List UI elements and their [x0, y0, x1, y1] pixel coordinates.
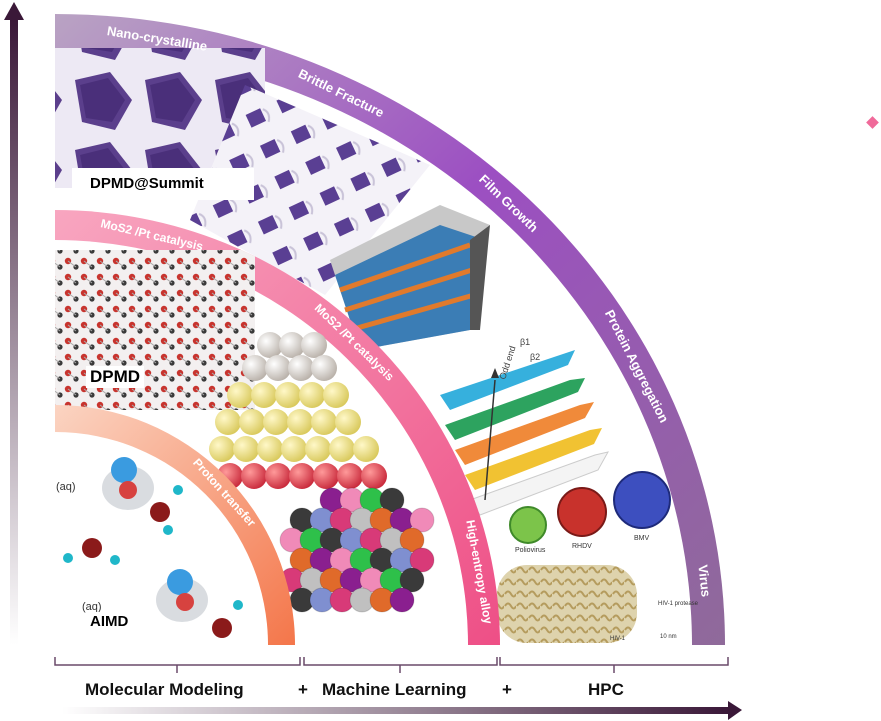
brittle-fracture-image [190, 85, 430, 295]
aq-label-1: (aq) [56, 481, 76, 493]
alloy-atom [389, 587, 415, 613]
dpmd-summit-tag: DPMD@Summit [72, 168, 254, 200]
hpc-label: HPC [588, 680, 624, 699]
inner-image-panel: (aq) (aq) [55, 432, 268, 645]
cluster-atom [353, 436, 379, 462]
cluster-atom [329, 436, 355, 462]
vertical-axis-arrow [4, 2, 24, 645]
beta2-label: β2 [530, 352, 540, 362]
poliovirus-label: Poliovirus [515, 547, 546, 554]
rhdv-particle [557, 487, 607, 537]
cluster-atom [287, 409, 313, 435]
cluster-atom [337, 463, 363, 489]
alloy-atom [379, 487, 405, 513]
hiv-protease-label: HIV-1 protease [658, 601, 699, 607]
cluster-atom [265, 355, 291, 381]
cluster-atom [241, 463, 267, 489]
poliovirus-particle [509, 506, 547, 544]
outer-ring-label: Virus [695, 564, 713, 598]
cluster-atom [279, 332, 305, 358]
cluster-atom [275, 382, 301, 408]
film-growth-image [330, 205, 490, 350]
protein-aggregation-image: Odd end β1 β2 β1 [440, 337, 609, 516]
plus-sign-1: + [298, 680, 308, 699]
molecular-modeling-label: Molecular Modeling [85, 680, 244, 699]
cluster-atom [361, 463, 387, 489]
cluster-atom [305, 436, 331, 462]
proton-transfer-image: (aq) (aq) [56, 457, 243, 638]
cluster-atom [257, 436, 283, 462]
aq-label-2: (aq) [82, 601, 102, 613]
cluster-atom [239, 409, 265, 435]
dpmd-tag: DPMD [86, 366, 145, 388]
cluster-atom [323, 382, 349, 408]
cluster-atom [209, 436, 235, 462]
cluster-atom [289, 463, 315, 489]
plus-sign-2: + [502, 680, 512, 699]
cluster-atom [215, 409, 241, 435]
cluster-atom [301, 332, 327, 358]
cluster-atom [281, 436, 307, 462]
cluster-atom [311, 409, 337, 435]
machine-learning-label: Machine Learning [322, 680, 467, 699]
cluster-atom [265, 463, 291, 489]
cluster-atom [242, 355, 268, 381]
hiv-capsid [497, 565, 637, 643]
alloy-atom [399, 527, 425, 553]
alloy-atom [409, 507, 435, 533]
high-entropy-alloy-image [279, 487, 435, 613]
bmv-label: BMV [634, 535, 650, 542]
cluster-atom [257, 332, 283, 358]
bmv-particle [613, 471, 671, 529]
aimd-tag: AIMD [86, 612, 133, 631]
cluster-atom [233, 436, 259, 462]
cluster-atom [335, 409, 361, 435]
catalysis-cluster-image [209, 332, 387, 489]
horizontal-axis-arrow [62, 701, 742, 720]
cluster-atom [311, 355, 337, 381]
bottom-bracket [54, 657, 729, 673]
cluster-atom [313, 463, 339, 489]
cluster-atom [288, 355, 314, 381]
alloy-atom [409, 547, 435, 573]
accent-diamond-icon [866, 116, 879, 129]
alloy-atom [399, 567, 425, 593]
rhdv-label: RHDV [572, 543, 592, 550]
cluster-atom [251, 382, 277, 408]
mos2-pt-image [55, 250, 255, 410]
beta1-label: β1 [520, 337, 530, 347]
cluster-atom [299, 382, 325, 408]
hiv-label: HIV-1 [610, 636, 626, 642]
scale-label: 10 nm [660, 634, 677, 640]
cluster-atom [263, 409, 289, 435]
virus-image: Poliovirus RHDV BMV HIV-1 protease HIV-1… [497, 471, 699, 643]
cluster-atom [227, 382, 253, 408]
